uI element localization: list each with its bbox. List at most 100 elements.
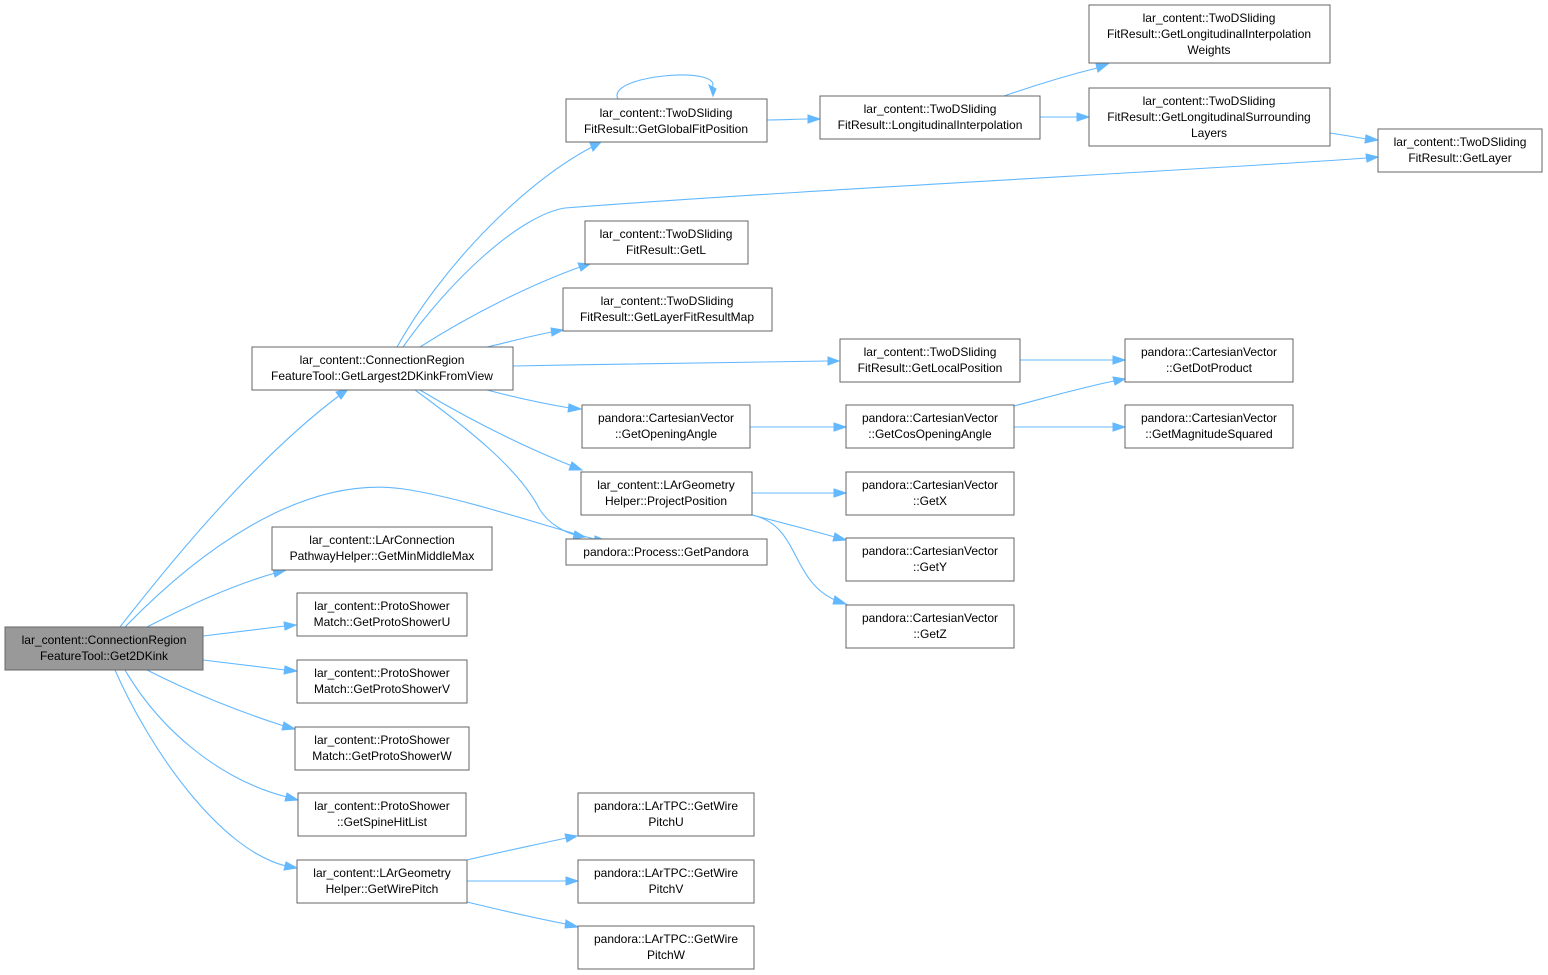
node-line: Match::GetProtoShowerW — [312, 749, 452, 763]
edge-root-getspinehitlist — [124, 669, 300, 802]
node-line: FitResult::GetGlobalFitPosition — [584, 122, 748, 136]
edge-getwirepitch-wirepitchv — [467, 876, 580, 886]
node-line: lar_content::LArGeometry — [313, 866, 450, 880]
edge-projectposition-gety — [751, 514, 848, 542]
node-line: pandora::CartesianVector — [1141, 345, 1277, 359]
node-line: lar_content::ProtoShower — [314, 599, 449, 613]
edge-largest-getglobalfitposition — [396, 141, 603, 348]
edge-longinterp-longsurrlayers — [1040, 112, 1091, 122]
node-line: lar_content::TwoDSliding — [601, 294, 734, 308]
node-line: pandora::CartesianVector — [1141, 411, 1277, 425]
node-getprotoshowerw[interactable]: lar_content::ProtoShower Match::GetProto… — [294, 726, 470, 771]
node-longitudinalinterpolation[interactable]: lar_content::TwoDSliding FitResult::Long… — [819, 95, 1041, 140]
node-getlayer[interactable]: lar_content::TwoDSliding FitResult::GetL… — [1377, 128, 1543, 173]
node-line: lar_content::TwoDSliding — [864, 345, 997, 359]
node-line: ::GetSpineHitList — [337, 815, 428, 829]
node-getprotoshowerv[interactable]: lar_content::ProtoShower Match::GetProto… — [296, 659, 468, 704]
node-line: PitchU — [648, 815, 683, 829]
node-line: lar_content::ConnectionRegion — [300, 353, 465, 367]
node-line: ::GetCosOpeningAngle — [868, 427, 992, 441]
edge-projectposition-getz — [751, 514, 848, 605]
edge-root-getwirepitch — [114, 669, 299, 871]
node-line: ::GetDotProduct — [1166, 361, 1253, 375]
node-line: lar_content::LArConnection — [309, 533, 454, 547]
node-line: FitResult::GetLayerFitResultMap — [580, 310, 754, 324]
edge-projectposition-getx — [751, 488, 848, 498]
node-line: pandora::CartesianVector — [862, 411, 998, 425]
edge-largest-getlocalposition — [512, 356, 841, 367]
node-getlargest2dkinkfromview[interactable]: lar_content::ConnectionRegion FeatureToo… — [251, 346, 514, 391]
node-line: lar_content::ProtoShower — [314, 733, 449, 747]
node-getlongitudinalinterpolationweights[interactable]: lar_content::TwoDSliding FitResult::GetL… — [1088, 4, 1331, 64]
node-line: Match::GetProtoShowerU — [314, 615, 451, 629]
node-line: pandora::Process::GetPandora — [583, 545, 749, 559]
node-getx[interactable]: pandora::CartesianVector ::GetX — [845, 471, 1015, 516]
edge-getlocalposition-getdotproduct — [1020, 355, 1127, 365]
node-line: lar_content::ConnectionRegion — [22, 633, 187, 647]
node-line: Match::GetProtoShowerV — [314, 682, 450, 696]
node-getmagnitudesquared[interactable]: pandora::CartesianVector ::GetMagnitudeS… — [1124, 404, 1294, 449]
node-line: lar_content::TwoDSliding — [1143, 94, 1276, 108]
node-projectposition[interactable]: lar_content::LArGeometry Helper::Project… — [580, 471, 753, 516]
node-line: ::GetX — [913, 494, 947, 508]
node-wirepitchv[interactable]: pandora::LArTPC::GetWire PitchV — [577, 859, 755, 904]
node-line: pandora::LArTPC::GetWire — [594, 932, 738, 946]
edge-largest-getl — [419, 262, 592, 348]
node-line: FitResult::LongitudinalInterpolation — [838, 118, 1023, 132]
node-line: Helper::ProjectPosition — [605, 494, 727, 508]
node-getprotoshoweru[interactable]: lar_content::ProtoShower Match::GetProto… — [296, 592, 468, 637]
node-line: Layers — [1191, 126, 1227, 140]
edge-getwirepitch-wirepitchu — [466, 833, 579, 861]
node-line: PitchV — [649, 882, 684, 896]
node-getglobalfitposition[interactable]: lar_content::TwoDSliding FitResult::GetG… — [565, 98, 768, 143]
node-getlongitudinalsurroundinglayers[interactable]: lar_content::TwoDSliding FitResult::GetL… — [1088, 87, 1331, 147]
node-line: FitResult::GetLongitudinalInterpolation — [1107, 27, 1311, 41]
node-getspinehitlist[interactable]: lar_content::ProtoShower ::GetSpineHitLi… — [297, 792, 467, 837]
node-getlocalposition[interactable]: lar_content::TwoDSliding FitResult::GetL… — [839, 338, 1021, 383]
node-getl[interactable]: lar_content::TwoDSliding FitResult::GetL — [584, 220, 749, 265]
node-line: lar_content::TwoDSliding — [600, 227, 733, 241]
node-line: FitResult::GetL — [626, 243, 706, 257]
node-getz[interactable]: pandora::CartesianVector ::GetZ — [845, 604, 1015, 649]
edge-largest-getlayer — [402, 153, 1380, 348]
node-getwirepitch[interactable]: lar_content::LArGeometry Helper::GetWire… — [296, 859, 468, 904]
edge-getopeningangle-getcosopeningangle — [750, 422, 848, 432]
node-line: ::GetY — [913, 560, 947, 574]
node-line: FitResult::GetLongitudinalSurrounding — [1107, 110, 1310, 124]
node-line: lar_content::LArGeometry — [597, 478, 734, 492]
node-wirepitchu[interactable]: pandora::LArTPC::GetWire PitchU — [577, 792, 755, 837]
node-line: lar_content::ProtoShower — [314, 666, 449, 680]
node-line: lar_content::ProtoShower — [314, 799, 449, 813]
node-line: FitResult::GetLayer — [1408, 151, 1511, 165]
node-gety[interactable]: pandora::CartesianVector ::GetY — [845, 537, 1015, 582]
edge-root-getprotoshowerv — [202, 659, 299, 675]
node-line: pandora::LArTPC::GetWire — [594, 866, 738, 880]
edge-root-getprotoshoweru — [202, 621, 298, 637]
node-line: pandora::CartesianVector — [862, 478, 998, 492]
node-getpandora[interactable]: pandora::Process::GetPandora — [565, 538, 768, 566]
node-get2dkink[interactable]: lar_content::ConnectionRegion FeatureToo… — [4, 626, 204, 671]
edge-largest-getopeningangle — [486, 389, 583, 413]
node-getcosopeningangle[interactable]: pandora::CartesianVector ::GetCosOpening… — [845, 404, 1015, 449]
edge-longsurrlayers-getlayer — [1329, 132, 1380, 144]
node-wirepitchw[interactable]: pandora::LArTPC::GetWire PitchW — [577, 925, 755, 970]
edge-largest-getpandora — [414, 389, 587, 540]
node-getdotproduct[interactable]: pandora::CartesianVector ::GetDotProduct — [1124, 338, 1294, 383]
node-line: PathwayHelper::GetMinMiddleMax — [290, 549, 475, 563]
node-line: Helper::GetWirePitch — [326, 882, 439, 896]
node-getopeningangle[interactable]: pandora::CartesianVector ::GetOpeningAng… — [581, 404, 751, 449]
node-line: pandora::CartesianVector — [862, 544, 998, 558]
edge-getcosopeningangle-getmagnitudesquared — [1014, 422, 1127, 432]
node-line: lar_content::TwoDSliding — [1143, 11, 1276, 25]
node-getminmiddlemax[interactable]: lar_content::LArConnection PathwayHelper… — [271, 526, 493, 571]
node-getlayerfitresultmap[interactable]: lar_content::TwoDSliding FitResult::GetL… — [562, 287, 773, 332]
edge-root-getprotoshowerw — [146, 669, 297, 731]
edge-longinterp-longinterpweights — [1003, 63, 1110, 97]
node-line: pandora::CartesianVector — [598, 411, 734, 425]
edge-getglobalfitposition-longinterp — [766, 114, 822, 124]
node-line: lar_content::TwoDSliding — [1394, 135, 1527, 149]
edge-largest-projectposition — [419, 389, 584, 471]
call-edges — [114, 63, 1380, 929]
node-line: lar_content::TwoDSliding — [864, 102, 997, 116]
edge-root-getminmiddlemax — [146, 568, 288, 628]
